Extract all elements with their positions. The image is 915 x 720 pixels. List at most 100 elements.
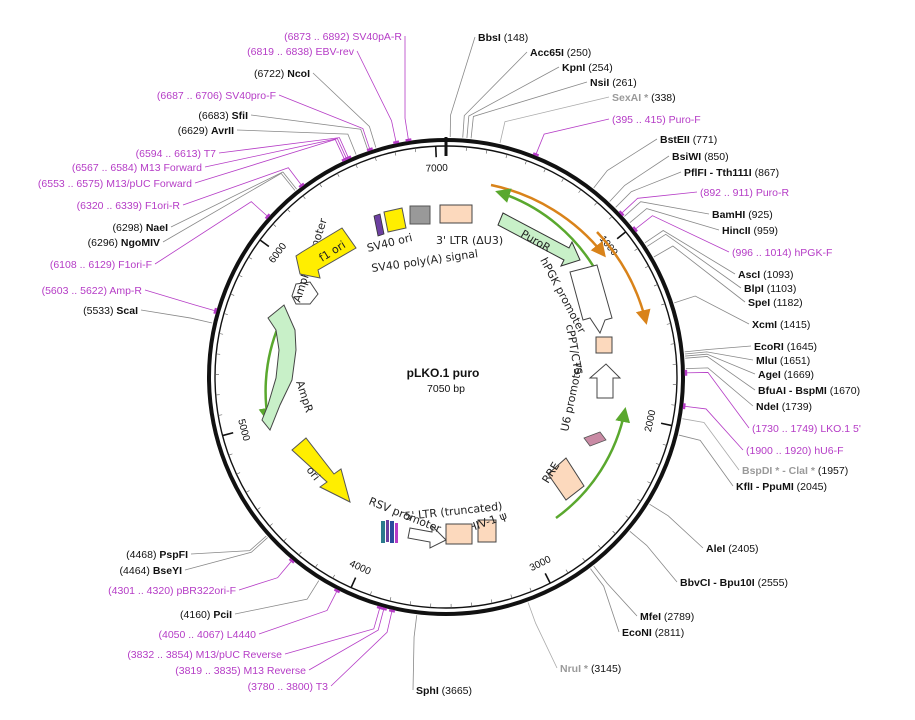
site-label-kpni[interactable]: KpnI (254) xyxy=(562,62,613,74)
site-label-hpgk-f[interactable]: (996 .. 1014) hPGK-F xyxy=(732,247,832,259)
minor-tick xyxy=(670,343,675,345)
site-name: NsiI xyxy=(590,77,609,89)
minor-tick xyxy=(219,333,224,335)
site-position: (4050 .. 4067) xyxy=(158,629,223,641)
site-label-sexai[interactable]: SexAI * (338) xyxy=(612,92,676,104)
site-label-ebv-rev[interactable]: (6819 .. 6838) EBV-rev xyxy=(247,46,355,58)
site-label-m13-reverse[interactable]: (3819 .. 3835) M13 Reverse xyxy=(175,665,306,677)
hiv1-psi-box xyxy=(477,519,497,543)
site-label-puro-f[interactable]: (395 .. 415) Puro-F xyxy=(612,114,701,126)
minor-tick xyxy=(332,574,335,579)
site-name: SpeI xyxy=(748,297,770,309)
site-position: (6683) xyxy=(198,110,228,122)
site-name: SV40pA-R xyxy=(352,31,402,43)
site-position: (1669) xyxy=(784,369,814,381)
tick-label: 4000 xyxy=(348,558,373,577)
site-label-ngomiv[interactable]: (6296) NgoMIV xyxy=(88,237,160,249)
site-label-f1ori-f[interactable]: (6108 .. 6129) F1ori-F xyxy=(50,259,152,271)
site-label-nrui[interactable]: NruI * (3145) xyxy=(560,663,621,675)
site-label-bamhi[interactable]: BamHI (925) xyxy=(712,209,773,221)
leader-bspdi xyxy=(682,418,740,471)
site-name: Puro-R xyxy=(756,187,790,199)
site-label-xcmi[interactable]: XcmI (1415) xyxy=(752,319,810,331)
ampr-label: AmpR xyxy=(293,379,316,415)
minor-tick xyxy=(655,463,660,466)
site-position: (6296) xyxy=(88,237,118,249)
site-label-mlui[interactable]: MluI (1651) xyxy=(756,355,810,367)
ampr-feature: AmpR xyxy=(261,304,316,431)
minor-tick xyxy=(355,164,358,169)
stub-f1ori-r xyxy=(298,182,305,189)
site-label-ndei[interactable]: NdeI (1739) xyxy=(756,401,812,413)
site-name: KpnI xyxy=(562,62,585,74)
site-label-blpi[interactable]: BlpI (1103) xyxy=(744,283,796,295)
site-label-asci[interactable]: AscI (1093) xyxy=(738,269,793,281)
plasmid-name: pLKO.1 puro xyxy=(407,366,480,380)
site-label-m13-forward[interactable]: (6567 .. 6584) M13 Forward xyxy=(72,162,202,174)
site-label-t7[interactable]: (6594 .. 6613) T7 xyxy=(136,148,217,160)
minor-tick xyxy=(637,498,641,502)
site-label-puro-r[interactable]: (892 .. 911) Puro-R xyxy=(700,187,790,199)
stub-puro-f xyxy=(532,152,540,157)
site-label-bsteii[interactable]: BstEII (771) xyxy=(660,134,717,146)
site-label-avrii[interactable]: (6629) AvrII xyxy=(178,125,234,137)
site-label-naei[interactable]: (6298) NaeI xyxy=(113,222,169,234)
site-label-hu6-f[interactable]: (1900 .. 1920) hU6-F xyxy=(746,445,844,457)
site-label-kfli[interactable]: KflI - PpuMI (2045) xyxy=(736,481,827,493)
site-label-m13puc-reverse[interactable]: (3832 .. 3854) M13/pUC Reverse xyxy=(127,649,282,661)
leader-m13-forward xyxy=(204,138,348,168)
site-position: (6553 .. 6575) xyxy=(38,178,103,190)
site-name: BstEII xyxy=(660,134,690,146)
site-name: NdeI xyxy=(756,401,779,413)
site-label-pflfi[interactable]: PflFI - Tth111I (867) xyxy=(684,167,779,179)
site-position: (1670) xyxy=(830,385,860,397)
site-label-pspfi[interactable]: (4468) PspFI xyxy=(126,549,188,561)
site-label-mfei[interactable]: MfeI (2789) xyxy=(640,611,694,623)
site-label-sv40pro-f[interactable]: (6687 .. 6706) SV40pro-F xyxy=(157,90,276,102)
site-label-pcii[interactable]: (4160) PciI xyxy=(180,609,232,621)
site-label-econi[interactable]: EcoNI (2811) xyxy=(622,627,684,639)
site-label-bbsi[interactable]: BbsI (148) xyxy=(478,32,528,44)
site-position: (3780 .. 3800) xyxy=(248,681,313,693)
tick-label: 5000 xyxy=(235,418,251,443)
site-label-bbvci[interactable]: BbvCI - Bpu10I (2555) xyxy=(680,577,788,589)
leader-mfei xyxy=(593,565,638,617)
site-label-agei[interactable]: AgeI (1669) xyxy=(758,369,814,381)
minor-tick xyxy=(505,154,508,159)
site-label-spei[interactable]: SpeI (1182) xyxy=(748,297,803,309)
leader-sv40pro-f xyxy=(278,94,371,152)
site-name: PflFI - Tth111I xyxy=(684,167,752,179)
site-label-t3[interactable]: (3780 .. 3800) T3 xyxy=(248,681,329,693)
leader-sexai xyxy=(499,96,610,144)
site-label-sv40pa-r[interactable]: (6873 .. 6892) SV40pA-R xyxy=(284,31,402,43)
site-label-hincii[interactable]: HincII (959) xyxy=(722,225,778,237)
site-label-bseyi[interactable]: (4464) BseYI xyxy=(120,565,183,577)
site-label-pbr322ori-f[interactable]: (4301 .. 4320) pBR322ori-F xyxy=(108,585,236,597)
site-label-bspdi[interactable]: BspDI * - ClaI * (1957) xyxy=(742,465,848,477)
stub-t3 xyxy=(388,608,396,613)
site-label-amp-r[interactable]: (5603 .. 5622) Amp-R xyxy=(42,285,143,297)
site-label-sphi[interactable]: SphI (3665) xyxy=(416,685,472,697)
site-name: BseYI xyxy=(153,565,182,577)
site-label-sfii[interactable]: (6683) SfiI xyxy=(198,110,248,122)
site-label-scai[interactable]: (5533) ScaI xyxy=(83,305,138,317)
site-label-ncoi[interactable]: (6722) NcoI xyxy=(254,68,310,80)
site-label-l4440[interactable]: (4050 .. 4067) L4440 xyxy=(158,629,256,641)
sv40-polya-box xyxy=(409,205,431,225)
site-label-bsiwi[interactable]: BsiWI (850) xyxy=(672,151,729,163)
minor-tick xyxy=(230,293,235,296)
site-position: (250) xyxy=(567,47,592,59)
leader-ebv-rev xyxy=(356,50,397,145)
site-label-ecori[interactable]: EcoRI (1645) xyxy=(754,341,817,353)
minor-tick xyxy=(661,303,666,306)
site-label-acc65i[interactable]: Acc65I (250) xyxy=(530,47,591,59)
leader-bbvci xyxy=(629,530,678,583)
site-label-bfuai[interactable]: BfuAI - BspMI (1670) xyxy=(758,385,860,397)
site-label-m13puc-forward[interactable]: (6553 .. 6575) M13/pUC Forward xyxy=(38,178,192,190)
site-label-lko1-5[interactable]: (1730 .. 1749) LKO.1 5' xyxy=(752,423,861,435)
site-label-nsii[interactable]: NsiI (261) xyxy=(590,77,637,89)
site-label-f1ori-r[interactable]: (6320 .. 6339) F1ori-R xyxy=(77,200,181,212)
site-label-alei[interactable]: AleI (2405) xyxy=(706,543,759,555)
site-name: BbvCI - Bpu10I xyxy=(680,577,755,589)
site-name: XcmI xyxy=(752,319,777,331)
